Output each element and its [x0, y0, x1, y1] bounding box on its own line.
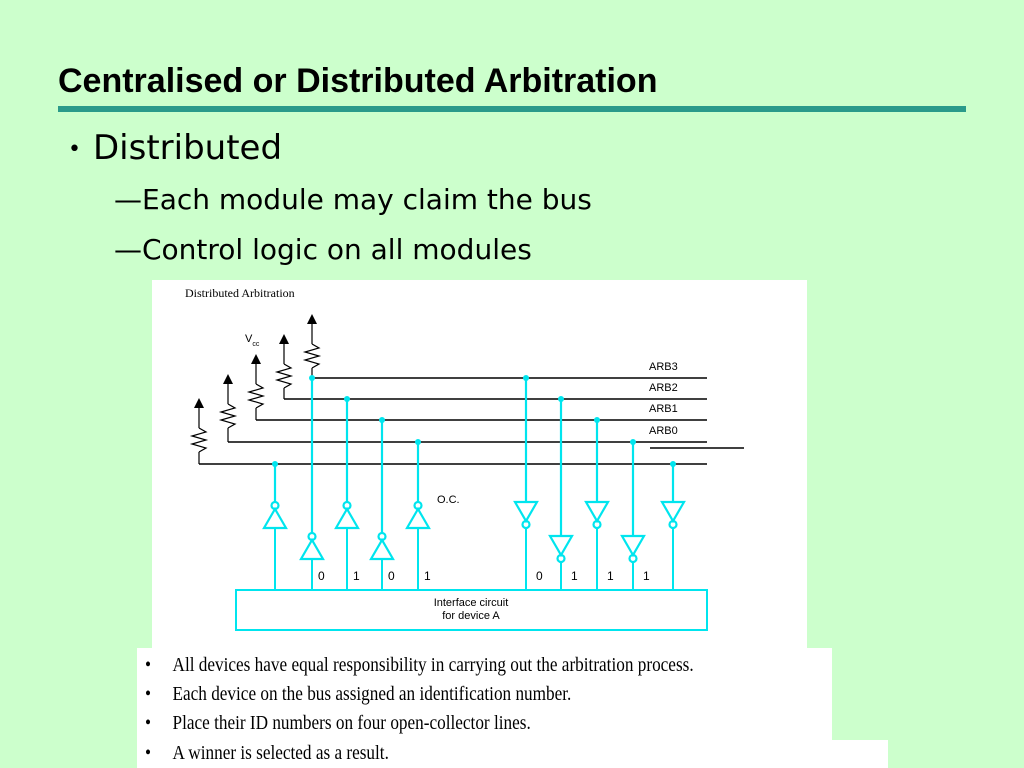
note-marker: • [145, 654, 152, 676]
vcc-arrow-icon [251, 354, 261, 364]
notes-background-ext [137, 740, 888, 768]
junction-dots [272, 375, 676, 467]
id-bit: 1 [424, 569, 431, 583]
driver-9 [620, 442, 646, 564]
arb-label: ARB1 [649, 403, 678, 415]
driver-5 [405, 442, 431, 530]
notes-panel: • All devices have equal responsibility i… [137, 648, 888, 768]
note-item: • Each device on the bus assigned an iden… [145, 683, 571, 706]
driver-inputs [274, 528, 674, 590]
pullup-resistors [189, 318, 322, 464]
slide-title: Centralised or Distributed Arbitration [58, 62, 658, 100]
bullet-text: Distributed [92, 128, 283, 168]
note-item: • A winner is selected as a result. [145, 742, 389, 765]
note-text: Place their ID numbers on four open-coll… [172, 712, 531, 734]
interface-label-line1: Interface circuit [434, 597, 509, 609]
bus-lines [199, 377, 744, 465]
id-bit: 1 [353, 569, 360, 583]
arb-label: ARB3 [649, 361, 678, 373]
bullet-marker: • [68, 137, 81, 162]
interface-label-line2: for device A [442, 610, 500, 622]
sub-bullet-1: —Each module may claim the bus [114, 183, 592, 216]
arb-label: ARB2 [649, 382, 678, 394]
note-item: • Place their ID numbers on four open-col… [145, 712, 531, 735]
oc-label: O.C. [437, 494, 460, 506]
vcc-arrow-icon [279, 334, 289, 344]
sub-bullet-text: Each module may claim the bus [142, 183, 592, 216]
note-text: All devices have equal responsibility in… [172, 654, 694, 676]
note-text: Each device on the bus assigned an ident… [172, 683, 572, 705]
note-marker: • [145, 742, 152, 764]
arbitration-circuit-svg: Distributed Arbitration Vcc [185, 286, 744, 631]
driver-10 [660, 464, 686, 530]
pullup-arb3 [302, 318, 322, 378]
vcc-label: Vcc [245, 333, 260, 348]
notes-background [137, 648, 832, 740]
id-bit: 1 [643, 569, 650, 583]
id-bit: 1 [571, 569, 578, 583]
vcc-arrow-icon [307, 314, 317, 324]
sub-bullet-text: Control logic on all modules [142, 233, 532, 266]
note-item: • All devices have equal responsibility i… [145, 654, 694, 677]
arb-label: ARB0 [649, 425, 678, 437]
vcc-arrow-icon [223, 374, 233, 384]
pullup-aux [189, 402, 209, 464]
sub-bullet-2: —Control logic on all modules [114, 233, 532, 266]
note-marker: • [145, 712, 152, 734]
id-bit: 0 [388, 569, 395, 583]
sub-marker: — [114, 183, 142, 216]
driver-1 [262, 464, 288, 530]
vcc-arrow-icon [194, 398, 204, 408]
driver-4 [369, 420, 395, 561]
pullup-arb1 [246, 358, 266, 420]
driver-6 [513, 378, 539, 530]
diagram-caption: Distributed Arbitration [185, 286, 295, 300]
title-underline [58, 106, 966, 112]
id-bit: 0 [318, 569, 325, 583]
arbitration-diagram: Distributed Arbitration Vcc [152, 280, 807, 648]
pullup-arb0 [218, 378, 238, 442]
driver-2 [299, 378, 325, 561]
sub-marker: — [114, 233, 142, 266]
driver-7 [548, 399, 574, 564]
vcc-arrows [194, 314, 317, 408]
note-marker: • [145, 683, 152, 705]
id-bit: 0 [536, 569, 543, 583]
id-bit: 1 [607, 569, 614, 583]
driver-8 [584, 420, 610, 530]
bullet-distributed: • Distributed [68, 128, 282, 168]
pullup-arb2 [274, 338, 294, 399]
oc-drivers [262, 378, 686, 564]
interface-circuit-box [235, 589, 708, 631]
note-text: A winner is selected as a result. [172, 742, 389, 764]
